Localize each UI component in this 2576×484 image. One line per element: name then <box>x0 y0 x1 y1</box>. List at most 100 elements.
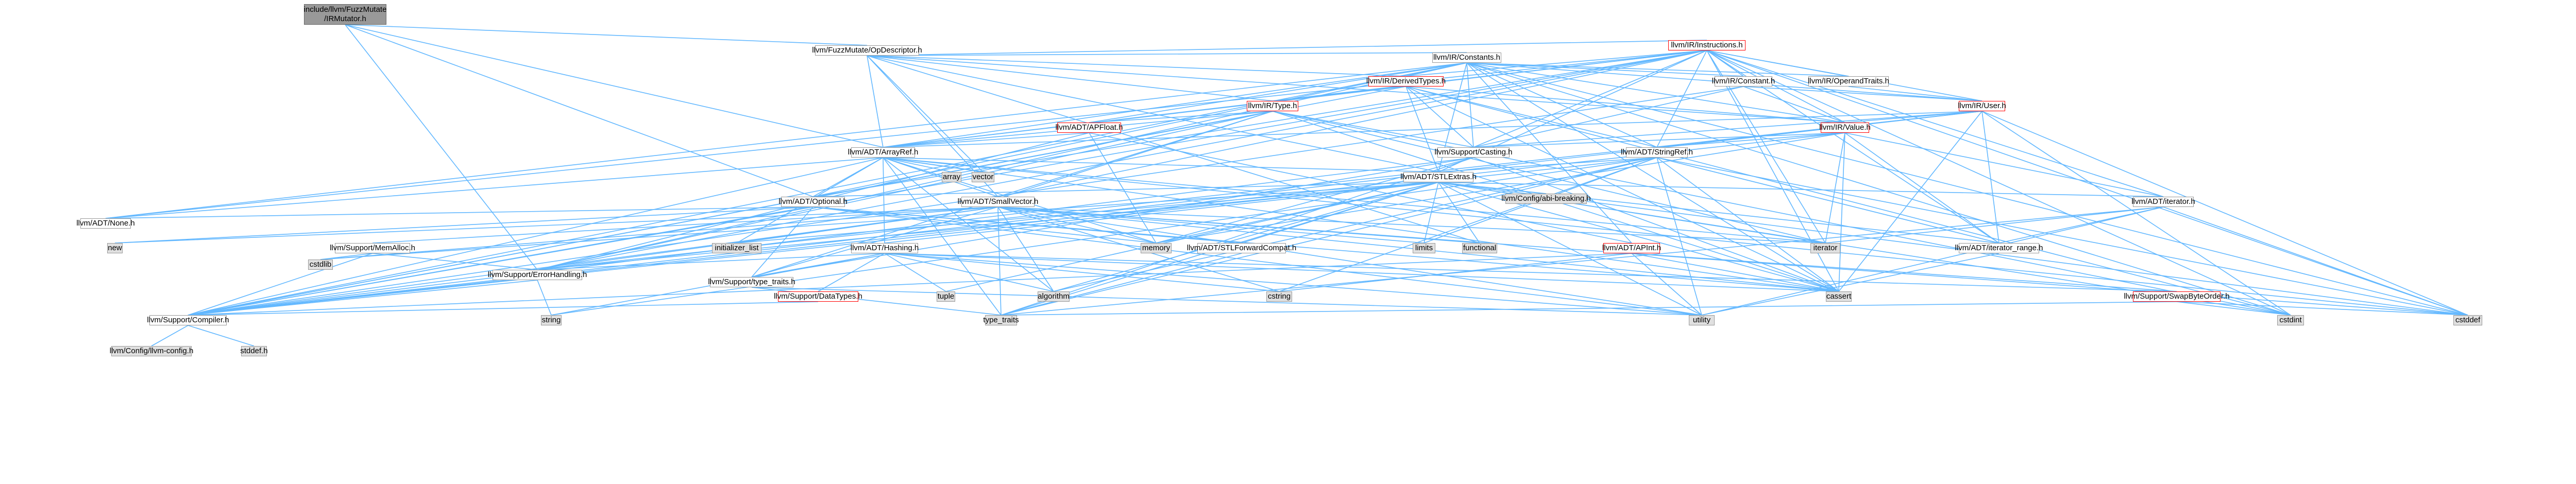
node-type_traits[interactable]: type_traits <box>983 315 1019 325</box>
edge-arrayref-optional <box>812 157 884 197</box>
node-hashing[interactable]: llvm/ADT/Hashing.h <box>850 243 919 253</box>
node-adtiterator[interactable]: llvm/ADT/iterator.h <box>2131 197 2195 207</box>
node-cstdint[interactable]: cstdint <box>2277 315 2304 325</box>
node-operandtraits[interactable]: llvm/IR/OperandTraits.h <box>1808 76 1889 87</box>
node-cstdlib[interactable]: cstdlib <box>308 260 333 270</box>
edge-constants-casting <box>1466 62 1474 148</box>
node-user[interactable]: llvm/IR/User.h <box>1958 101 2006 111</box>
edge-stlextras-algorithm <box>1053 182 1439 292</box>
edge-irtype-cstdint <box>1272 111 2291 316</box>
edge-stringref-string <box>551 157 1657 316</box>
node-limits[interactable]: limits <box>1413 243 1435 253</box>
node-constant[interactable]: llvm/IR/Constant.h <box>1711 76 1775 87</box>
node-stringref[interactable]: llvm/ADT/StringRef.h <box>1620 147 1693 158</box>
edge-opdesc-irtype <box>867 55 1273 101</box>
edge-arrayref-array <box>883 157 952 172</box>
node-array[interactable]: array <box>942 172 961 182</box>
edge-swapbyte-type_traits <box>1001 301 2177 316</box>
edge-constants-value <box>1466 62 1845 123</box>
node-arrayref[interactable]: llvm/ADT/ArrayRef.h <box>848 147 919 158</box>
node-apint[interactable]: llvm/ADT/APInt.h <box>1602 243 1662 253</box>
edge-apfloat-arrayref <box>883 132 1090 148</box>
node-typetraits[interactable]: llvm/Support/type_traits.h <box>708 277 795 287</box>
edge-smallvector-utility <box>997 206 1702 316</box>
edge-arrayref-smallvector <box>883 157 998 197</box>
edge-smallvector-cstring <box>997 206 1280 292</box>
node-tuple[interactable]: tuple <box>937 291 955 302</box>
edge-smallvector-cstdlib <box>320 206 998 260</box>
node-stlfwd[interactable]: llvm/ADT/STLForwardCompat.h <box>1187 243 1297 253</box>
node-datatypes[interactable]: llvm/Support/DataTypes.h <box>774 291 862 302</box>
node-derived[interactable]: llvm/IR/DerivedTypes.h <box>1366 76 1446 87</box>
edge-apint-cassert <box>1631 253 1839 292</box>
edge-stringref-cassert <box>1656 157 1839 292</box>
node-llvmconfig[interactable]: llvm/Config/llvm-config.h <box>109 346 194 356</box>
node-cfgabi[interactable]: llvm/Config/abi-breaking.h <box>1501 194 1591 204</box>
node-root[interactable]: include/llvm/FuzzMutate /IRMutator.h <box>304 4 386 25</box>
node-iterator[interactable]: iterator <box>1810 243 1840 253</box>
node-cstddef[interactable]: cstddef <box>2453 315 2482 325</box>
edge-arrayref-stlextras <box>883 157 1439 172</box>
node-functional[interactable]: functional <box>1462 243 1497 253</box>
edge-derived-casting <box>1405 86 1474 148</box>
edge-optional-none <box>105 206 814 219</box>
edge-opdesc-constants <box>867 52 1467 56</box>
edge-smallvector-limits <box>997 206 1425 244</box>
edge-instr-cstddef <box>1706 50 2468 316</box>
edge-casting-compiler <box>188 157 1474 316</box>
edge-smallvector-algorithm <box>997 206 1054 292</box>
node-errhandling[interactable]: llvm/Support/ErrorHandling.h <box>487 270 587 280</box>
edge-smallvector-iterator <box>997 206 1826 244</box>
node-opdesc[interactable]: llvm/FuzzMutate/OpDescriptor.h <box>812 45 922 56</box>
node-vector[interactable]: vector <box>972 172 994 182</box>
node-memory[interactable]: memory <box>1141 243 1172 253</box>
edge-stlextras-cstddef <box>1438 182 2468 316</box>
node-new[interactable]: new <box>107 243 123 253</box>
node-stddef[interactable]: stddef.h <box>240 346 268 356</box>
edge-stlextras-functional <box>1438 182 1480 244</box>
node-instr[interactable]: llvm/IR/Instructions.h <box>1668 40 1745 50</box>
node-compiler[interactable]: llvm/Support/Compiler.h <box>147 315 229 325</box>
node-iterrange[interactable]: llvm/ADT/iterator_range.h <box>1955 243 2043 253</box>
edge-compiler-llvmconfig <box>151 325 189 347</box>
edge-stringref-stlextras <box>1438 157 1657 172</box>
edge-stringref-iterrange <box>1656 157 1999 244</box>
node-algorithm[interactable]: algorithm <box>1038 291 1070 302</box>
edge-constants-stringref <box>1466 62 1657 148</box>
edge-derived-value <box>1405 86 1845 123</box>
node-memalloc[interactable]: llvm/Support/MemAlloc.h <box>330 243 415 253</box>
node-swapbyte[interactable]: llvm/Support/SwapByteOrder.h <box>2124 291 2230 302</box>
edge-opdesc-value <box>867 55 1845 123</box>
node-stlextras[interactable]: llvm/ADT/STLExtras.h <box>1400 172 1477 182</box>
node-initlist[interactable]: initializer_list <box>712 243 761 253</box>
node-smallvector[interactable]: llvm/ADT/SmallVector.h <box>957 197 1039 207</box>
node-apfloat[interactable]: llvm/ADT/APFloat.h <box>1055 123 1123 133</box>
edge-opdesc-instr <box>867 40 1707 56</box>
node-cassert[interactable]: cassert <box>1826 291 1852 302</box>
edge-constants-arrayref <box>883 62 1467 148</box>
node-irtype[interactable]: llvm/IR/Type.h <box>1247 101 1298 111</box>
edge-derived-arrayref <box>883 86 1406 148</box>
node-utility[interactable]: utility <box>1689 315 1715 325</box>
edge-instr-optional <box>812 50 1707 197</box>
node-string[interactable]: string <box>541 315 562 325</box>
edge-stringref-type_traits <box>1001 157 1657 316</box>
node-optional[interactable]: llvm/ADT/Optional.h <box>778 197 848 207</box>
edge-constants-apfloat <box>1089 62 1467 123</box>
edge-adtiterator-iterator <box>1825 206 2164 244</box>
edge-value-iterator <box>1825 132 1845 244</box>
edge-arrayref-hashing <box>883 157 885 244</box>
edge-instr-casting <box>1473 50 1707 148</box>
edge-stringref-cstring <box>1279 157 1657 292</box>
node-cstring[interactable]: cstring <box>1266 291 1292 302</box>
edge-memalloc-cstdlib <box>320 253 373 260</box>
edge-operandtraits-user <box>1848 86 1982 101</box>
edge-optional-compiler <box>188 206 814 316</box>
edge-instr-stringref <box>1656 50 1707 148</box>
node-casting[interactable]: llvm/Support/Casting.h <box>1434 147 1513 158</box>
node-value[interactable]: llvm/IR/Value.h <box>1819 123 1871 133</box>
edge-stringref-algorithm <box>1053 157 1657 292</box>
node-none[interactable]: llvm/ADT/None.h <box>76 218 135 229</box>
edge-derived-stringref <box>1405 86 1657 148</box>
node-constants[interactable]: llvm/IR/Constants.h <box>1432 53 1501 63</box>
